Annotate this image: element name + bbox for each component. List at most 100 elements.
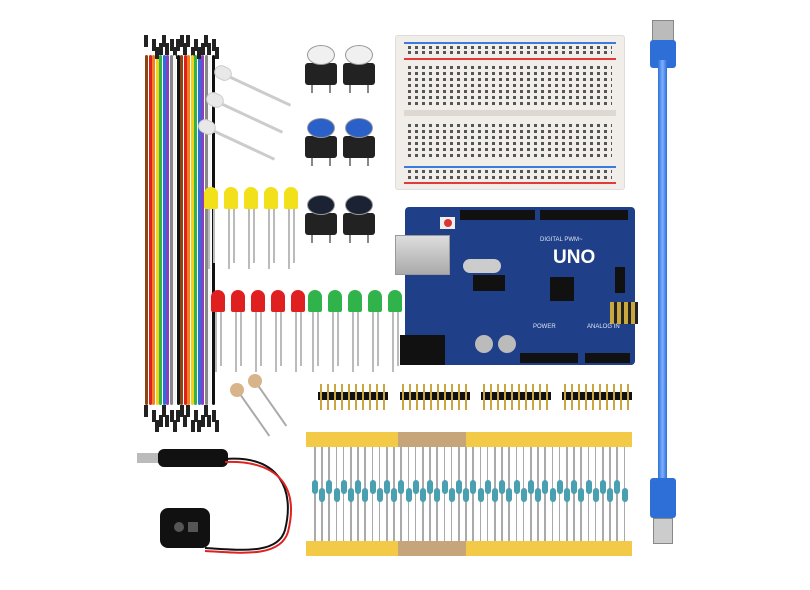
- led-leg: [235, 312, 237, 372]
- resistor-tape-top: [306, 432, 632, 447]
- jumper-pin: [186, 35, 190, 47]
- jumper-wire: [194, 55, 197, 405]
- led: [244, 187, 258, 209]
- board-name: UNO: [553, 247, 596, 268]
- button-base: [305, 213, 337, 235]
- led-leg: [397, 312, 399, 366]
- photoresistor: [230, 383, 244, 397]
- resistor-lead: [501, 447, 503, 541]
- jumper-wire: [145, 55, 148, 405]
- button-leg: [311, 85, 313, 93]
- breadboard-hole-row: [408, 142, 612, 145]
- led-leg: [255, 312, 257, 372]
- button-base: [305, 63, 337, 85]
- led-leg: [357, 312, 359, 366]
- led-leg: [268, 209, 270, 269]
- button-cap: [345, 45, 373, 65]
- jumper-wire: [204, 55, 208, 405]
- resistor-lead: [414, 447, 417, 541]
- jumper-pin: [165, 43, 169, 55]
- resistor-lead: [544, 447, 546, 541]
- resistor: [333, 488, 340, 502]
- photoresistor: [248, 374, 262, 388]
- jumper-pin: [154, 47, 159, 59]
- jumper-pin: [193, 39, 198, 51]
- led: [284, 187, 298, 209]
- button-leg: [349, 235, 351, 243]
- jumper-pin: [175, 39, 180, 51]
- jumper-wire: [173, 55, 176, 405]
- resistor-lead: [400, 447, 402, 541]
- resistor: [549, 488, 556, 502]
- jumper-pin: [180, 35, 184, 47]
- resistor: [571, 480, 578, 494]
- resistor: [362, 488, 369, 502]
- button-leg: [367, 235, 369, 243]
- jumper-wire: [148, 55, 152, 405]
- button-base: [343, 136, 375, 158]
- resistor: [312, 480, 318, 494]
- resistor: [528, 480, 534, 494]
- resistor: [384, 480, 390, 494]
- led-leg: [215, 312, 217, 372]
- resistor: [477, 488, 484, 502]
- breadboard-hole-row: [408, 170, 612, 173]
- resistor: [405, 488, 412, 502]
- jumper-wire: [176, 55, 180, 405]
- button-leg: [367, 85, 369, 93]
- resistor: [520, 488, 527, 502]
- jumper-wire: [190, 55, 194, 405]
- led-leg: [337, 312, 339, 366]
- jumper-pin: [190, 420, 195, 432]
- jumper-pin: [214, 420, 219, 432]
- jumper-pin: [204, 405, 208, 417]
- resistor: [585, 480, 592, 494]
- resistor-lead: [386, 447, 388, 541]
- jumper-wire: [180, 55, 183, 405]
- led-leg: [317, 312, 319, 366]
- resistor-lead: [458, 447, 460, 541]
- pin-header: [562, 384, 632, 410]
- jumper-pin: [214, 47, 219, 59]
- breadboard-hole-row: [408, 84, 612, 87]
- breadboard-hole-row: [408, 96, 612, 99]
- resistor-lead: [429, 447, 431, 541]
- analog-label: ANALOG IN: [587, 324, 620, 330]
- jumper-pin: [151, 39, 156, 51]
- button-cap: [307, 195, 335, 215]
- resistor-lead: [602, 447, 604, 541]
- led-leg: [312, 312, 314, 372]
- jumper-pin: [144, 35, 148, 47]
- resistor: [621, 488, 628, 502]
- jumper-pin: [162, 405, 166, 417]
- power-rail-blue: [404, 42, 616, 44]
- jumper-pin: [183, 43, 187, 55]
- jumper-wire: [169, 55, 173, 405]
- button-leg: [311, 235, 313, 243]
- analog-header: [585, 353, 630, 363]
- jumper-wire: [152, 55, 155, 405]
- led-leg: [392, 312, 394, 372]
- resistor: [376, 488, 383, 502]
- resistor: [506, 488, 513, 502]
- tape-segment: [398, 541, 466, 556]
- led-leg: [233, 209, 235, 263]
- led-leg: [377, 312, 379, 366]
- resistor: [427, 480, 434, 494]
- resistor-lead: [587, 447, 590, 541]
- capacitor: [498, 335, 516, 353]
- button-leg: [349, 85, 351, 93]
- jumper-wire: [162, 55, 166, 405]
- button-leg: [349, 158, 351, 166]
- jumper-wire: [183, 55, 187, 405]
- jumper-wire: [159, 55, 162, 405]
- resistor: [391, 488, 398, 502]
- digital-header: [540, 210, 628, 220]
- jumper-wire: [208, 55, 211, 405]
- button-cap: [307, 45, 335, 65]
- jumper-pin: [201, 43, 205, 55]
- resistor: [470, 480, 477, 494]
- resistor: [463, 488, 470, 502]
- led: [388, 290, 402, 312]
- dc-power-jack: [400, 335, 445, 365]
